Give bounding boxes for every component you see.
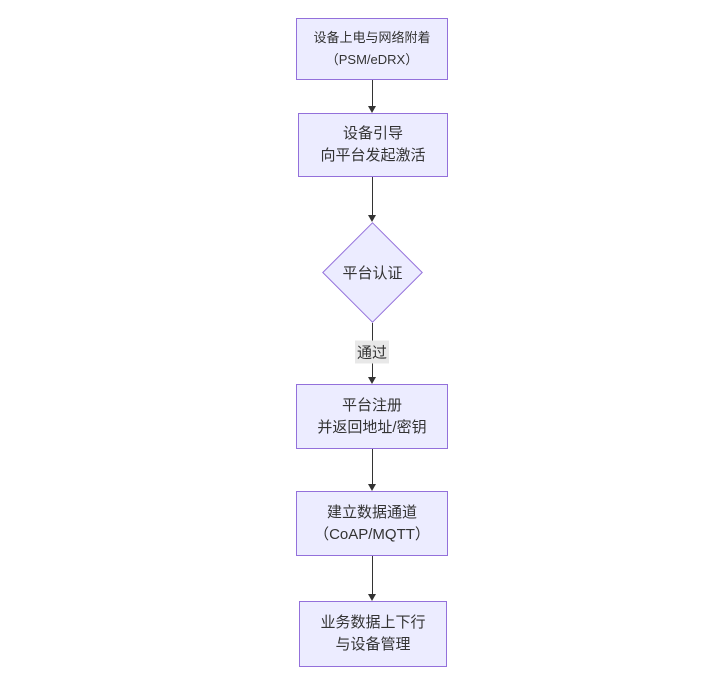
arrowhead-down-icon bbox=[368, 377, 376, 384]
node-label: 设备上电与网络附着 bbox=[313, 30, 431, 45]
node-label: 与设备管理 bbox=[335, 636, 411, 653]
edge-label-pass: 通过 bbox=[354, 340, 390, 364]
arrow-shaft bbox=[371, 449, 373, 485]
arrowhead-down-icon bbox=[368, 484, 376, 491]
node-label: （PSM/eDRX） bbox=[325, 52, 419, 67]
arrow-shaft bbox=[371, 177, 373, 216]
node-label: 平台注册 bbox=[341, 396, 402, 414]
diamond-shape bbox=[322, 222, 423, 323]
node-register: 平台注册 并返回地址/密钥 bbox=[296, 384, 448, 449]
arrowhead-down-icon bbox=[368, 106, 376, 113]
node-label: 并返回地址/密钥 bbox=[317, 418, 427, 436]
arrow-shaft bbox=[371, 556, 373, 595]
node-data-channel: 建立数据通道 （CoAP/MQTT） bbox=[296, 491, 448, 556]
node-label: 平台认证 bbox=[342, 265, 403, 282]
node-label: 建立数据通道 bbox=[326, 503, 417, 521]
arrowhead-down-icon bbox=[368, 594, 376, 601]
arrow-shaft bbox=[371, 80, 373, 107]
node-label: 设备引导 bbox=[342, 125, 403, 142]
node-power-on: 设备上电与网络附着 （PSM/eDRX） bbox=[296, 18, 448, 80]
node-bootstrap: 设备引导 向平台发起激活 bbox=[298, 113, 448, 177]
arrowhead-down-icon bbox=[368, 215, 376, 222]
node-business-data: 业务数据上下行 与设备管理 bbox=[299, 601, 447, 667]
node-platform-auth: 平台认证 bbox=[322, 222, 423, 323]
node-label: （CoAP/MQTT） bbox=[314, 525, 430, 543]
node-label: 业务数据上下行 bbox=[320, 614, 426, 631]
node-label: 向平台发起激活 bbox=[320, 147, 426, 164]
